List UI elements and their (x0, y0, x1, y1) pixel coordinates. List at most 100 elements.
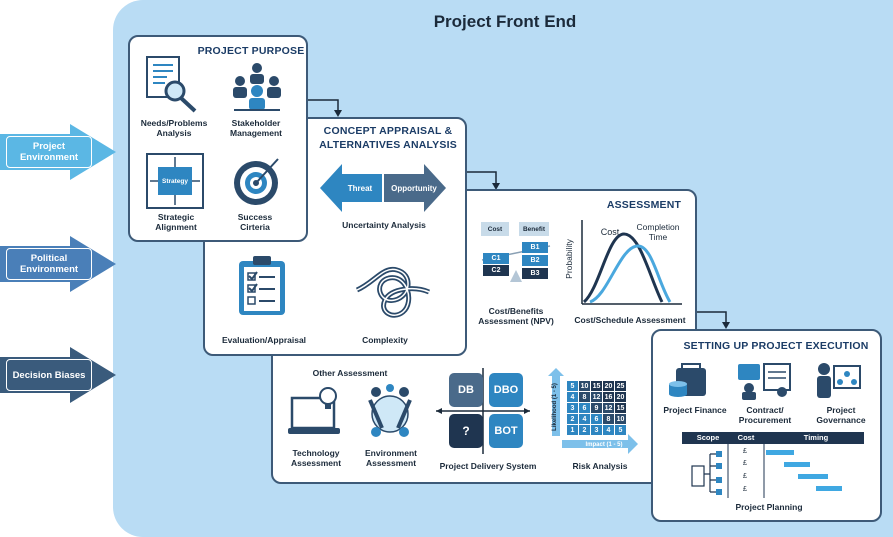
risk-cell: 2 (567, 414, 578, 424)
planning-label: Project Planning (735, 502, 803, 512)
schedule-label: Cost/Schedule Assessment (574, 315, 686, 325)
risk-cell: 8 (579, 392, 590, 402)
uncertainty-label: Uncertainty Analysis (342, 220, 426, 230)
benefit-tag: Benefit (519, 222, 549, 236)
risk-cell: 15 (591, 381, 602, 391)
b3-block: B3 (522, 268, 548, 279)
planning-header-bar (682, 432, 864, 444)
complexity-label: Complexity (362, 335, 408, 345)
timing-header: Timing (803, 433, 829, 442)
risk-cell: 8 (603, 414, 614, 424)
contract-icon (738, 363, 791, 400)
currency-4: £ (743, 486, 747, 493)
b1-block: B1 (522, 242, 548, 253)
risk-cell: 6 (591, 414, 602, 424)
stakeholder-label: Stakeholder Management (230, 118, 282, 138)
evaluation-label: Evaluation/Appraisal (221, 335, 307, 345)
cost-schedule-chart (581, 220, 682, 305)
c2-block: C2 (483, 265, 509, 276)
document-search-icon (146, 56, 197, 113)
c1-block: C1 (483, 253, 509, 264)
cost-tag: Cost (481, 222, 509, 236)
risk-cell: 3 (567, 403, 578, 413)
risk-label: Risk Analysis (572, 461, 628, 471)
currency-1: £ (743, 448, 747, 455)
assessment-title: ASSESSMENT (606, 199, 682, 211)
strategic-label: Strategic Alignment (155, 212, 197, 232)
risk-cell: 5 (615, 425, 626, 435)
risk-cell: 12 (591, 392, 602, 402)
risk-cell: 4 (579, 414, 590, 424)
arrow-decision-biases: Decision Biases (0, 347, 120, 403)
b2-block: B2 (522, 255, 548, 266)
cost-header: Cost (737, 433, 755, 442)
knot-icon (355, 266, 430, 318)
execution-title: SETTING UP PROJECT EXECUTION (683, 340, 869, 352)
governance-label: Project Governance (816, 405, 866, 425)
gantt-body (691, 444, 842, 498)
currency-3: £ (743, 473, 747, 480)
finance-label: Project Finance (663, 405, 727, 415)
checklist-icon (239, 256, 285, 315)
risk-cell: 16 (603, 392, 614, 402)
arrow-political-environment: Political Environment (0, 236, 120, 292)
currency-2: £ (743, 460, 747, 467)
risk-cell: 4 (567, 392, 578, 402)
delivery-quadrant-lines (436, 368, 530, 454)
other-assessment-label: Other Assessment (312, 368, 388, 378)
risk-cell: 9 (591, 403, 602, 413)
impact-label: Impact (1 - 5) (585, 442, 623, 448)
page-title: Project Front End (433, 12, 577, 31)
risk-axes-arrows (548, 368, 638, 454)
scope-header: Scope (696, 433, 720, 442)
strategy-box-label: Strategy (161, 177, 188, 185)
risk-cell: 10 (579, 381, 590, 391)
execution-card (651, 329, 882, 522)
opportunity-label: Opportunity (391, 183, 437, 193)
strategy-icon (146, 153, 204, 209)
needs-label: Needs/Problems Analysis (140, 118, 208, 138)
laptop-bulb-icon (288, 387, 340, 434)
finance-icon (669, 363, 706, 397)
risk-cell: 5 (567, 381, 578, 391)
arrow-label: Political Environment (6, 248, 92, 280)
risk-cell: 4 (603, 425, 614, 435)
arrow-shape-icon (0, 236, 116, 292)
curve-completion-label: Completion Time (636, 222, 680, 242)
environment-label: Environment Assessment (365, 448, 417, 468)
risk-cell: 10 (615, 414, 626, 424)
uncertainty-arrows-icon (320, 164, 446, 212)
contract-label: Contract/ Procurement (738, 405, 792, 425)
risk-cell: 12 (603, 403, 614, 413)
delivery-label: Project Delivery System (439, 461, 537, 471)
risk-cell: 2 (579, 425, 590, 435)
dbo-box: DBO (489, 373, 523, 407)
risk-cell: 25 (615, 381, 626, 391)
arrow-project-environment: Project Environment (0, 124, 120, 180)
cba-label: Cost/Benefits Assessment (NPV) (478, 306, 554, 326)
threat-label: Threat (347, 183, 373, 193)
technology-label: Technology Assessment (290, 448, 342, 468)
success-label: Success Cirteria (237, 212, 273, 232)
arrow-label: Project Environment (6, 136, 92, 168)
unknown-box: ? (449, 414, 483, 448)
probability-axis-label: Probability (564, 239, 574, 279)
arrow-shape-icon (0, 347, 116, 403)
target-icon (234, 158, 279, 205)
stakeholder-icon (233, 63, 281, 111)
people-globe-icon (368, 384, 412, 437)
purpose-title: PROJECT PURPOSE (197, 45, 305, 57)
risk-cell: 15 (615, 403, 626, 413)
risk-cell: 3 (591, 425, 602, 435)
risk-cell: 20 (603, 381, 614, 391)
likelihood-label: Likelihood (1 - 5) (552, 383, 558, 431)
governance-icon (817, 363, 861, 398)
risk-cell: 6 (579, 403, 590, 413)
concept-title-line2: ALTERNATIVES ANALYSIS (319, 139, 457, 151)
arrow-label: Decision Biases (6, 359, 92, 391)
arrow-shape-icon (0, 124, 116, 180)
bot-box: BOT (489, 414, 523, 448)
curve-cost-label: Cost (600, 227, 620, 237)
